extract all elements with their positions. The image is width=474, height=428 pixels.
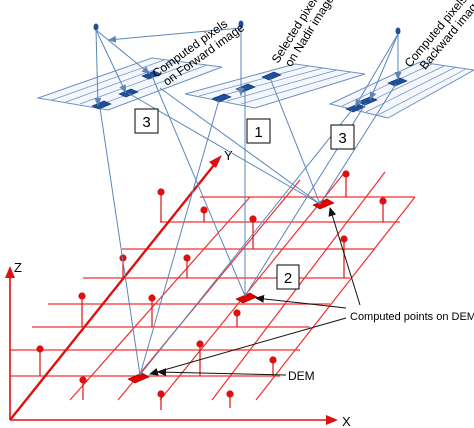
- step-box-dem: 2: [276, 264, 300, 290]
- ray: [151, 75, 246, 297]
- ray: [269, 77, 321, 205]
- elevation-pin: [226, 390, 234, 408]
- backward-camera: [395, 27, 401, 35]
- elevation-pin: [379, 197, 387, 222]
- z-axis-arrowhead: [5, 266, 15, 278]
- ray: [94, 29, 102, 107]
- backward-image-plane: [328, 61, 474, 119]
- ray: [369, 33, 399, 101]
- elevation-pins: [36, 170, 387, 410]
- ray: [127, 92, 321, 205]
- dem-label: DEM: [288, 369, 315, 383]
- step-box-backward: 3: [330, 124, 355, 150]
- camera-centres: [93, 20, 401, 35]
- ray: [99, 107, 141, 376]
- ray: [95, 29, 151, 75]
- y-axis: [9, 159, 219, 421]
- nadir-label: Selected pixels on Nadir image: [269, 0, 337, 69]
- callout-arrow: [157, 368, 287, 377]
- x-axis-label: X: [342, 414, 351, 428]
- callout-arrow: [328, 207, 361, 306]
- step-number: 1: [254, 124, 262, 141]
- computed-points-label: Computed points on DEM: [350, 311, 474, 323]
- elevation-pin: [342, 170, 350, 197]
- step-number: 3: [338, 130, 346, 147]
- forward-camera: [93, 23, 99, 31]
- callout-arrow: [255, 294, 347, 309]
- elevation-pin: [249, 215, 257, 249]
- dem-grid-column: [255, 196, 416, 401]
- elevation-pin: [340, 235, 348, 278]
- dem-point-forward: [127, 372, 150, 384]
- elevation-pin: [269, 356, 277, 376]
- ray: [95, 29, 127, 94]
- step-number: 3: [142, 114, 150, 131]
- dem-points: [127, 198, 335, 384]
- y-axis-label: Y: [224, 148, 233, 163]
- elevation-pin: [200, 206, 208, 222]
- dem-grid: [10, 171, 416, 401]
- step-box-forward: 3: [134, 108, 159, 134]
- ray: [139, 109, 353, 376]
- callout-arrow: [149, 317, 347, 376]
- elevation-pin: [148, 294, 156, 327]
- callout-arrows: [149, 207, 361, 377]
- ray: [159, 87, 321, 205]
- forward-label: Computed pixels on Forward image: [150, 17, 248, 89]
- ray: [139, 99, 220, 376]
- elevation-pin: [79, 376, 87, 400]
- forward-pixel: [141, 70, 162, 80]
- nadir-camera: [238, 20, 244, 28]
- elevation-pin: [233, 309, 241, 327]
- step-box-nadir: 1: [246, 118, 271, 144]
- forward-image-plane: [36, 57, 223, 111]
- z-axis-label: Z: [14, 260, 22, 275]
- axes: X Y Z: [5, 148, 351, 428]
- elevation-pin: [157, 390, 165, 410]
- x-axis-arrowhead: [326, 415, 338, 425]
- nadir-pixel: [211, 93, 232, 103]
- ray: [107, 27, 242, 43]
- elevation-pin: [78, 292, 86, 327]
- dem-grid-column: [69, 196, 251, 401]
- nadir-pixel: [261, 71, 282, 81]
- ray: [319, 83, 397, 205]
- elevation-pin: [196, 340, 204, 376]
- nadir-image-plane: [184, 63, 366, 109]
- step-boxes: 3 1 3 2: [134, 108, 355, 290]
- projection-rays: [94, 27, 402, 376]
- elevation-pin: [157, 188, 165, 222]
- ray: [354, 33, 399, 108]
- step-number: 2: [284, 270, 292, 287]
- elevation-pin: [36, 345, 44, 376]
- dem-grid-column: [117, 179, 301, 401]
- y-axis-arrowhead: [209, 155, 222, 168]
- elevation-pin: [183, 254, 191, 278]
